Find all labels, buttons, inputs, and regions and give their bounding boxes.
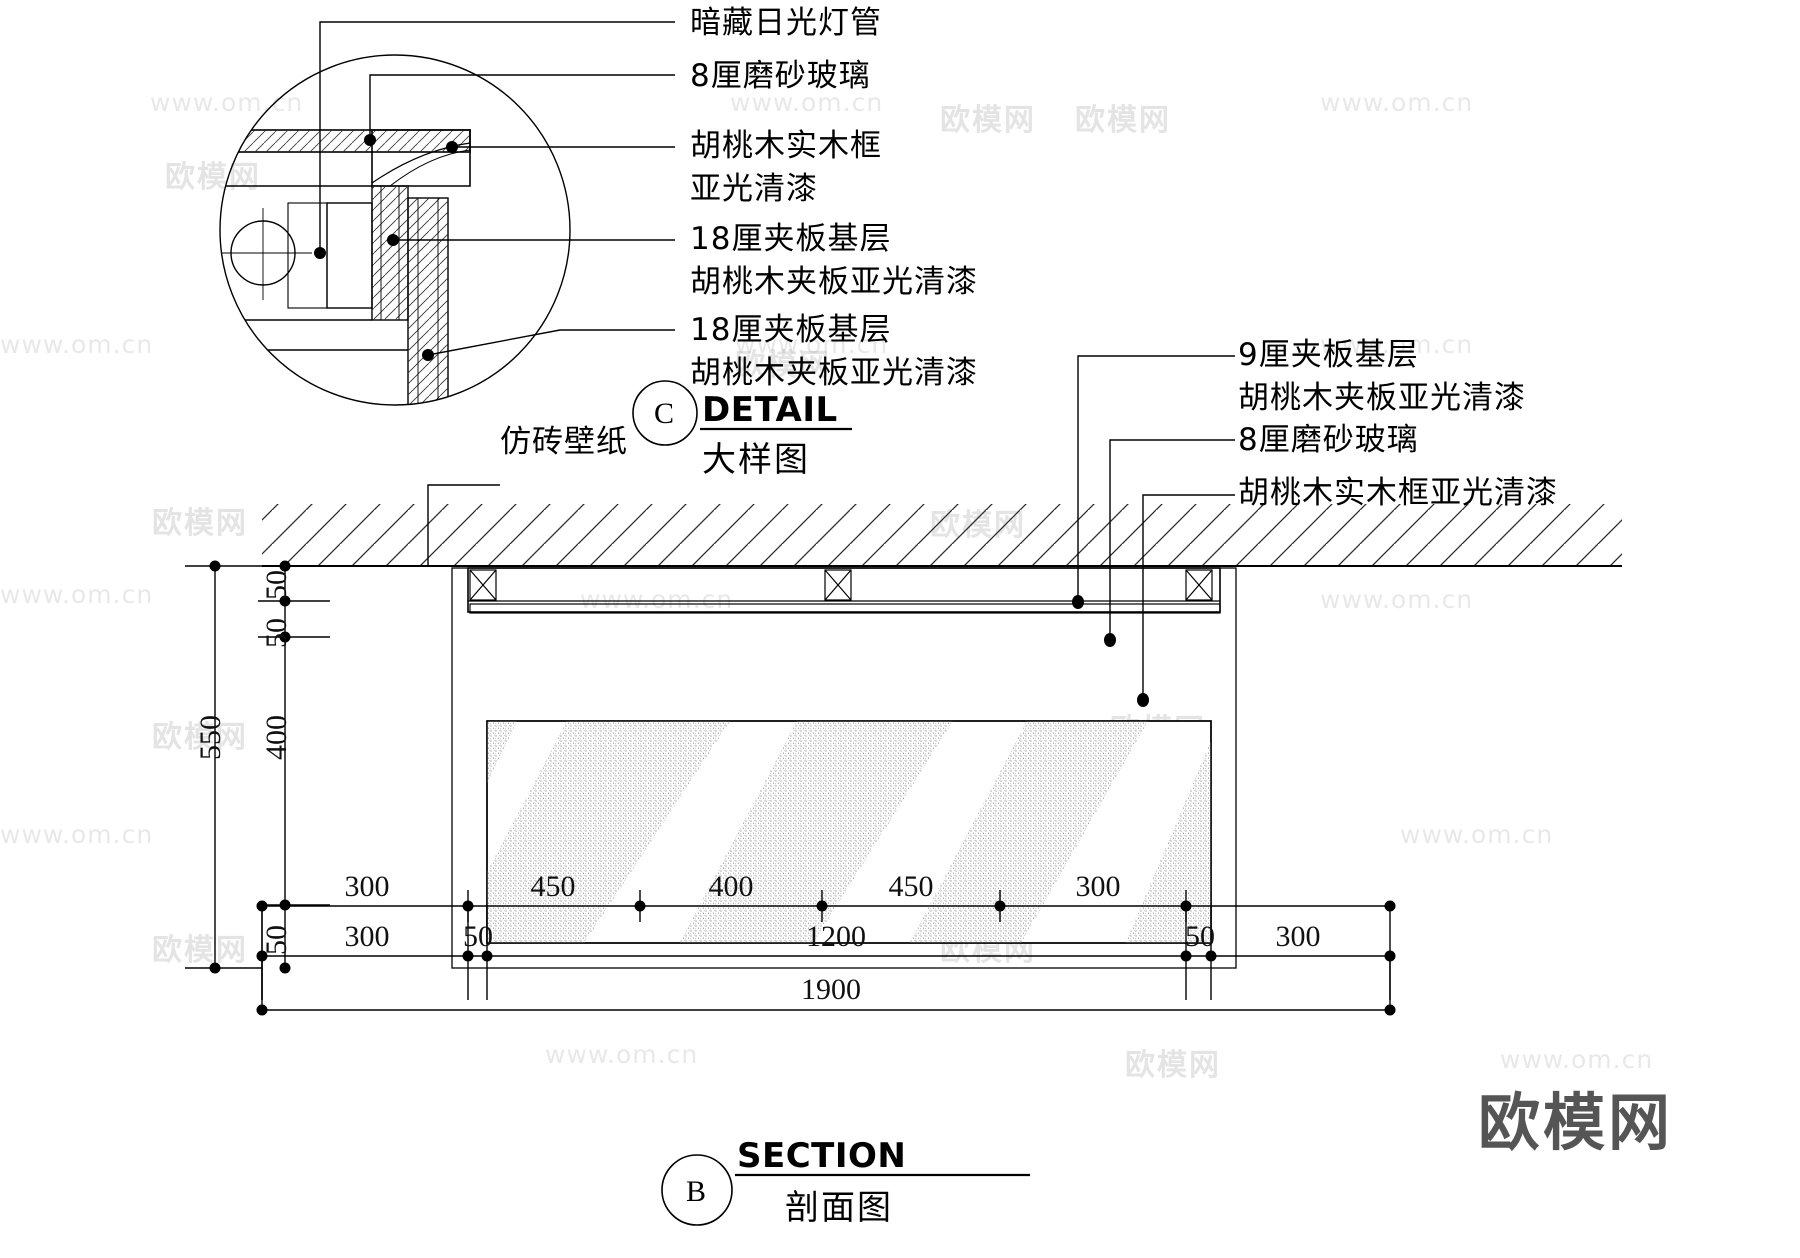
detail-callout-c bbox=[219, 54, 571, 406]
dim-mid-4: 50 bbox=[1185, 920, 1215, 953]
section-leader-dots bbox=[1072, 595, 1149, 707]
section-title-cn: 剖面图 bbox=[785, 1188, 893, 1228]
detail-leader-lines bbox=[319, 21, 675, 356]
section-title-en: SECTION bbox=[737, 1136, 907, 1176]
dim-overall-1900: 1900 bbox=[801, 973, 861, 1006]
dim-vertical-seg-1: 50 bbox=[260, 570, 293, 600]
label-plywood9-line2: 胡桃木夹板亚光清漆 bbox=[1238, 380, 1526, 416]
label-frosted-glass-8b: 8厘磨砂玻璃 bbox=[1238, 422, 1419, 458]
detail-walnut-frame bbox=[371, 129, 471, 187]
label-plywood18a-line2: 胡桃木夹板亚光清漆 bbox=[690, 264, 978, 300]
dim-top-1: 300 bbox=[344, 870, 390, 903]
detail-bubble-circle bbox=[632, 380, 698, 446]
label-plywood18b-line2: 胡桃木夹板亚光清漆 bbox=[690, 355, 978, 391]
section-bubble-circle bbox=[661, 1154, 733, 1226]
dim-vertical-seg-4: 50 bbox=[260, 925, 293, 955]
dim-vertical-overall: 550 bbox=[194, 715, 227, 760]
detail-light-fixture bbox=[220, 202, 373, 309]
section-backing-panel bbox=[451, 567, 1237, 969]
section-ceiling bbox=[262, 504, 1622, 567]
label-walnut-frame-line2: 亚光清漆 bbox=[690, 171, 818, 207]
detail-vertical-glass bbox=[407, 197, 449, 405]
vertical-dimension-dots bbox=[209, 560, 291, 974]
brick-wallpaper-leader bbox=[427, 484, 500, 566]
section-frame-header bbox=[467, 567, 1221, 614]
label-plywood18a-line1: 18厘夹板基层 bbox=[690, 221, 892, 257]
dim-mid-1: 300 bbox=[344, 920, 390, 953]
detail-title-cn: 大样图 bbox=[702, 440, 810, 480]
dim-top-5: 300 bbox=[1075, 870, 1121, 903]
section-bubble-label: B bbox=[686, 1175, 707, 1208]
label-brick-wallpaper: 仿砖壁纸 bbox=[500, 424, 628, 460]
label-hidden-fluorescent: 暗藏日光灯管 bbox=[690, 5, 882, 41]
detail-circle-boundary bbox=[219, 54, 571, 406]
dim-top-3: 400 bbox=[708, 870, 754, 903]
section-leader-lines bbox=[1077, 355, 1235, 700]
detail-title-en: DETAIL bbox=[702, 390, 838, 430]
detail-leader-dots bbox=[314, 134, 458, 361]
detail-vertical-plywood bbox=[371, 185, 409, 321]
dim-top-2: 450 bbox=[530, 870, 576, 903]
dim-mid-3: 1200 bbox=[806, 920, 866, 953]
label-walnut-frame-line1: 胡桃木实木框 bbox=[690, 128, 882, 164]
dim-vertical-seg-2: 50 bbox=[260, 618, 293, 648]
label-plywood9-line1: 9厘夹板基层 bbox=[1238, 337, 1419, 373]
label-frosted-glass-8: 8厘磨砂玻璃 bbox=[690, 58, 871, 94]
detail-bubble-label: C bbox=[654, 397, 675, 430]
detail-ceiling-board bbox=[224, 129, 471, 153]
label-plywood18b-line1: 18厘夹板基层 bbox=[690, 312, 892, 348]
label-walnut-frame-matte: 胡桃木实木框亚光清漆 bbox=[1238, 475, 1558, 511]
dim-mid-5: 300 bbox=[1275, 920, 1321, 953]
dim-vertical-seg-3: 400 bbox=[260, 715, 293, 760]
dim-top-4: 450 bbox=[888, 870, 934, 903]
dim-mid-2: 50 bbox=[463, 920, 493, 953]
horizontal-dimension-dots bbox=[256, 900, 1396, 1016]
